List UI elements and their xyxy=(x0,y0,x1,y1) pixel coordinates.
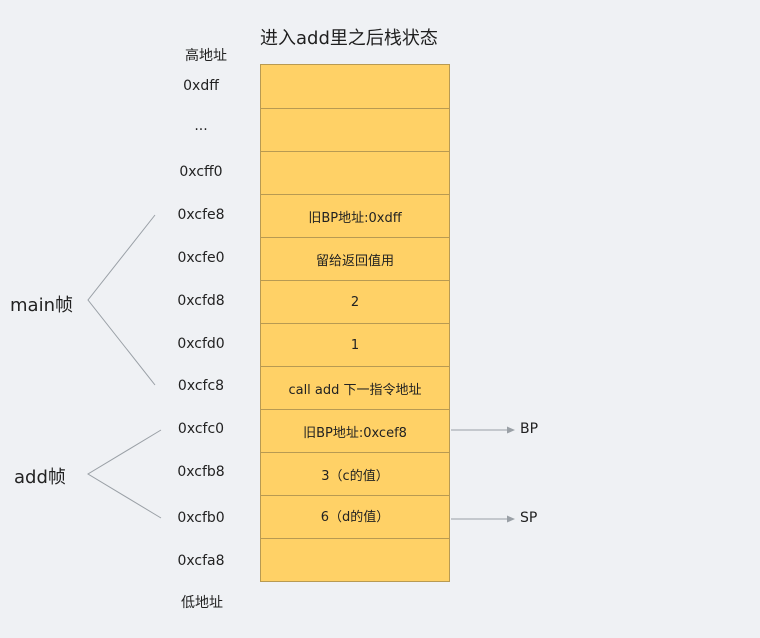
stack-cell xyxy=(261,538,449,582)
high-address-label: 高地址 xyxy=(185,48,227,64)
address-label: 0xcfc0 xyxy=(177,421,225,437)
stack-cell xyxy=(261,108,449,151)
address-label: 0xcfe0 xyxy=(177,250,225,266)
stack-column: 旧BP地址:0xdff 留给返回值用 2 1 call add 下一指令地址 旧… xyxy=(260,64,450,582)
bp-pointer-label: BP xyxy=(520,421,539,437)
stack-cell: 旧BP地址:0xcef8 xyxy=(261,409,449,452)
address-label: 0xcff0 xyxy=(179,164,223,180)
address-label: 0xcfc8 xyxy=(177,378,225,394)
address-label: 0xcfd8 xyxy=(177,293,225,309)
add-frame-bracket xyxy=(87,429,162,519)
address-label: 0xdff xyxy=(183,78,219,94)
address-label: 0xcfb0 xyxy=(177,510,225,526)
stack-cell: 2 xyxy=(261,280,449,323)
stack-cell: call add 下一指令地址 xyxy=(261,366,449,409)
sp-pointer-label: SP xyxy=(520,510,538,526)
sp-arrow-head xyxy=(507,515,515,523)
stack-cell: 留给返回值用 xyxy=(261,237,449,280)
address-label: ... xyxy=(194,118,208,134)
stack-cell xyxy=(261,151,449,194)
address-label: 0xcfd0 xyxy=(177,336,225,352)
address-label: 0xcfa8 xyxy=(177,553,225,569)
stack-cell: 旧BP地址:0xdff xyxy=(261,194,449,237)
address-label: 0xcfe8 xyxy=(177,207,225,223)
diagram-title: 进入add里之后栈状态 xyxy=(260,28,438,49)
add-frame-label: add帧 xyxy=(14,467,66,488)
main-frame-bracket xyxy=(87,214,156,386)
stack-cell: 1 xyxy=(261,323,449,366)
address-label: 0xcfb8 xyxy=(177,464,225,480)
main-frame-label: main帧 xyxy=(10,295,73,316)
low-address-label: 低地址 xyxy=(181,595,223,611)
stack-cell: 6（d的值） xyxy=(261,495,449,537)
bp-arrow-head xyxy=(507,426,515,434)
stack-cell: 3（c的值） xyxy=(261,452,449,495)
